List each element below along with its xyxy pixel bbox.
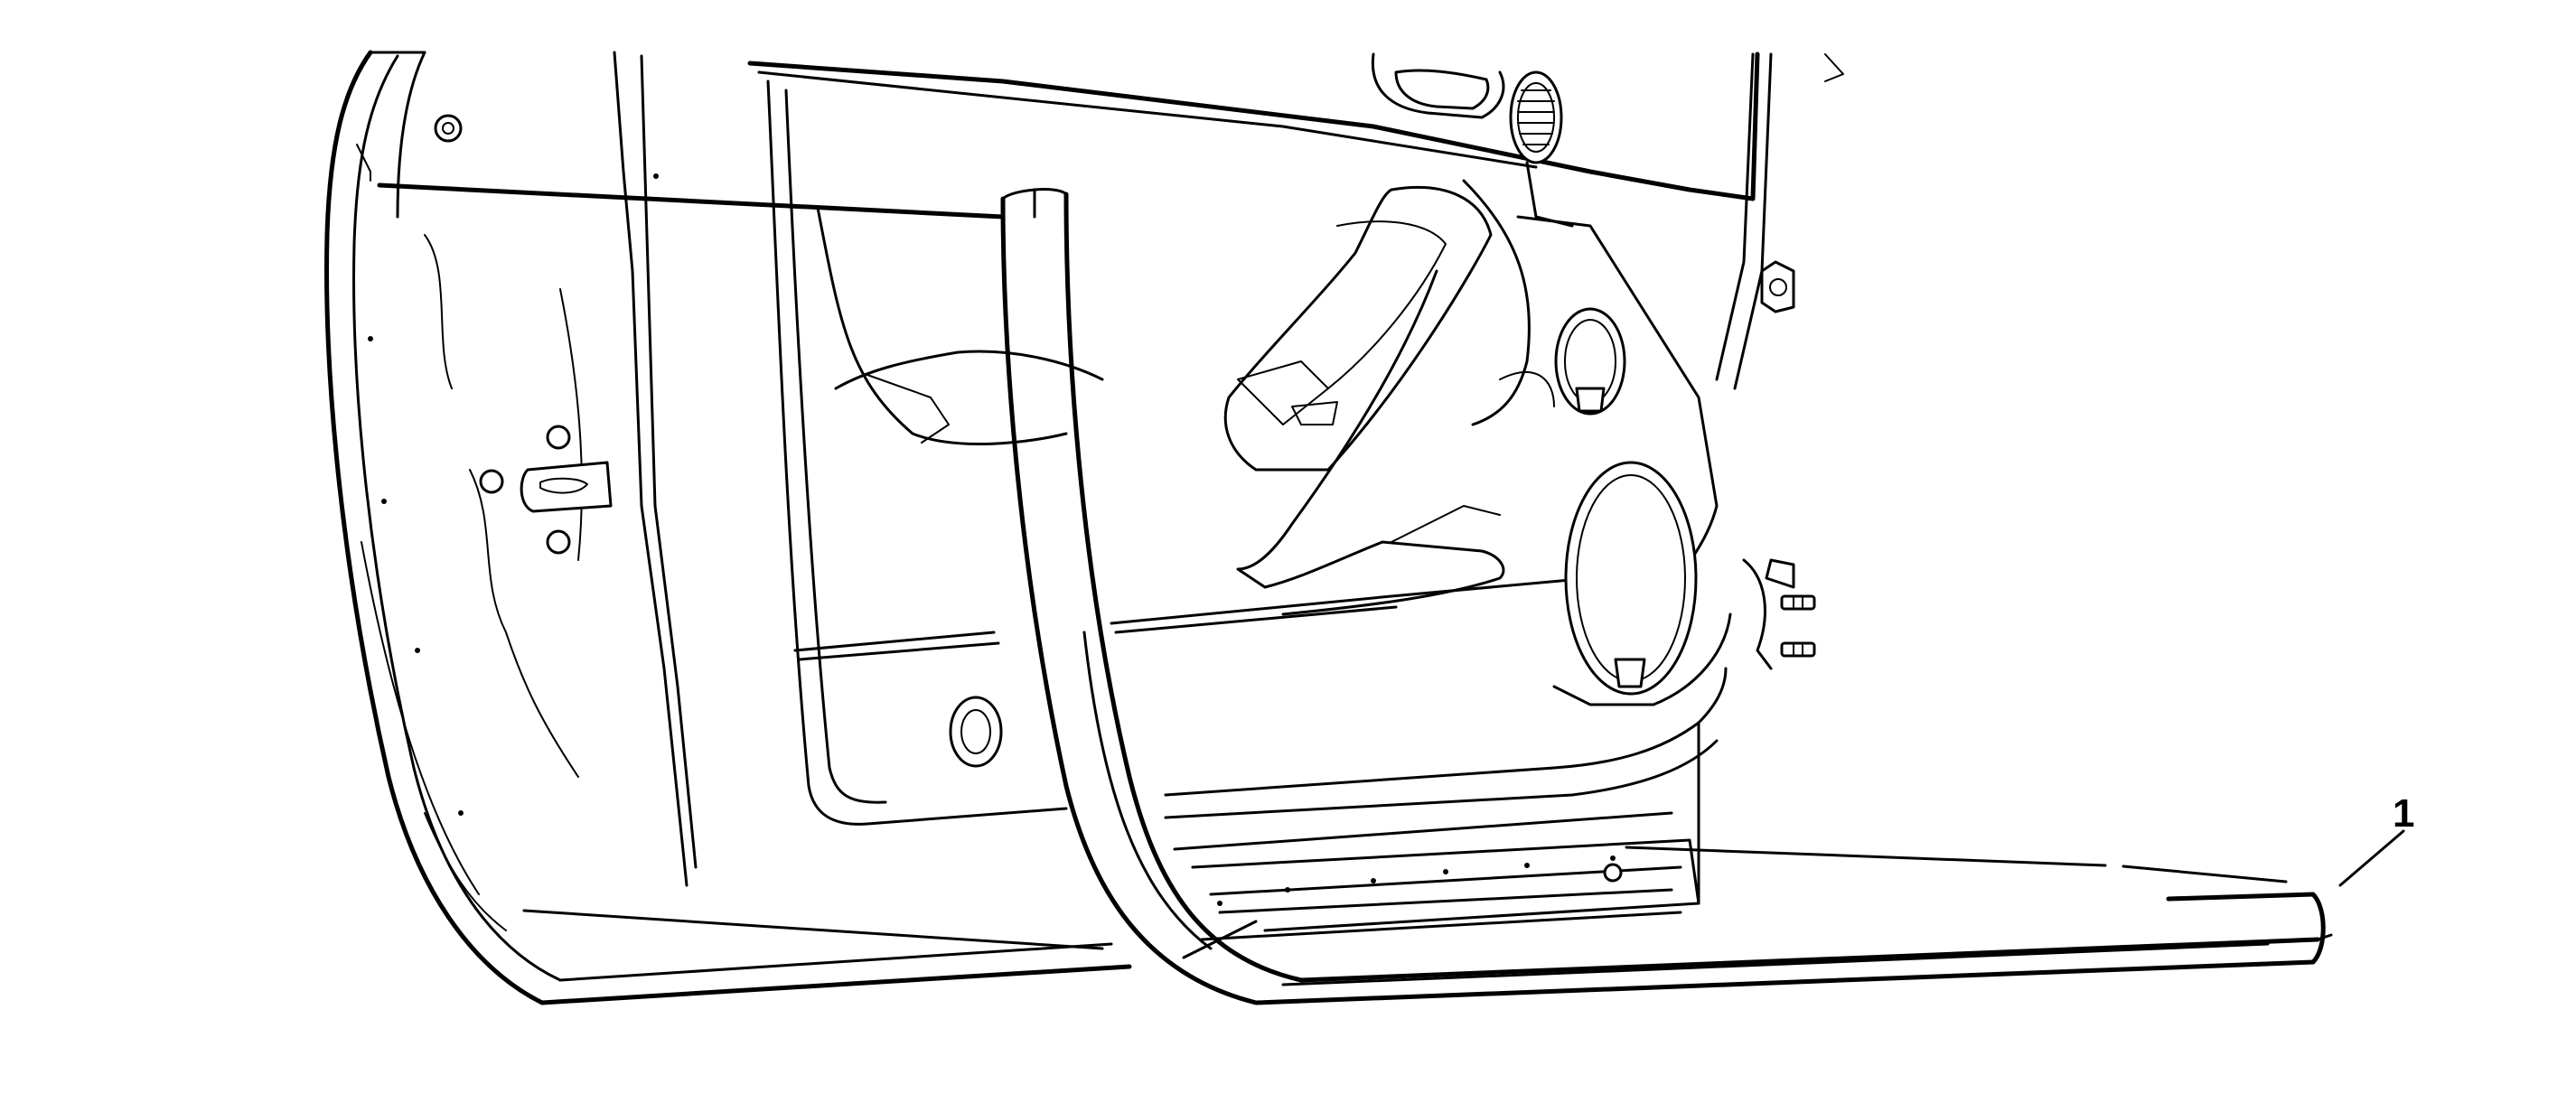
callout-label-1: 1 [2393,791,2414,836]
callout-1: 1 [2338,791,2414,887]
weatherstrip-part [1000,188,2333,1005]
hinge-pillar [368,51,698,887]
door-inner-panel [747,51,1760,941]
upper-trim [1371,52,1844,390]
door-opening-frame [324,50,1132,1005]
armrest-handle [1223,179,1555,616]
hinge-studs [1742,260,1816,670]
door-speakers [1516,215,1732,706]
guide-lines [377,182,2288,950]
